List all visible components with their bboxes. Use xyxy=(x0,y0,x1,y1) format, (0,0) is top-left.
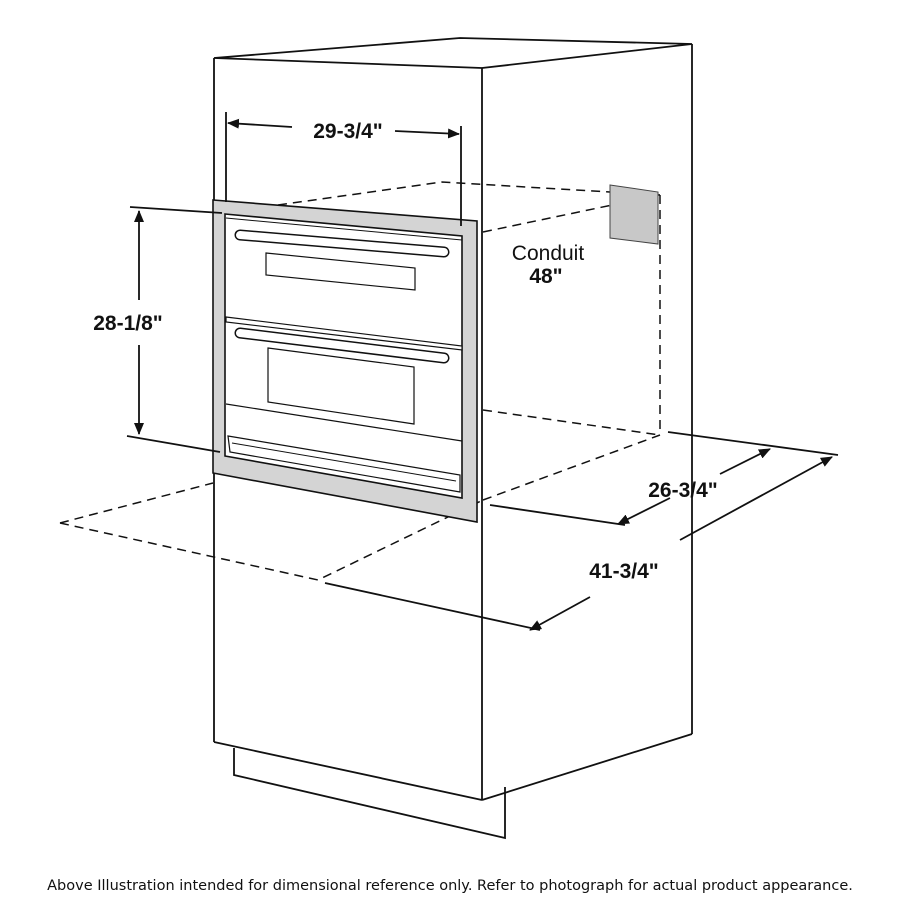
height-dimension: 28-1/8" xyxy=(93,312,163,335)
cabinet xyxy=(213,37,693,840)
toe-kick xyxy=(233,748,506,840)
caption: Above Illustration intended for dimensio… xyxy=(47,878,853,894)
upper-handle xyxy=(236,231,448,256)
lower-handle xyxy=(236,329,448,362)
oven xyxy=(212,199,478,523)
conduit-height: 48" xyxy=(529,265,562,288)
lower-window xyxy=(267,347,415,425)
width-dimension: 29-3/4" xyxy=(313,120,383,143)
overall-depth-dimension: 41-3/4" xyxy=(589,560,659,583)
conduit-box xyxy=(609,184,659,245)
drawer xyxy=(227,435,461,493)
dimension-lines xyxy=(126,112,839,631)
upper-window xyxy=(265,252,416,291)
conduit-label: Conduit xyxy=(512,242,585,265)
depth-dimension: 26-3/4" xyxy=(648,479,718,502)
